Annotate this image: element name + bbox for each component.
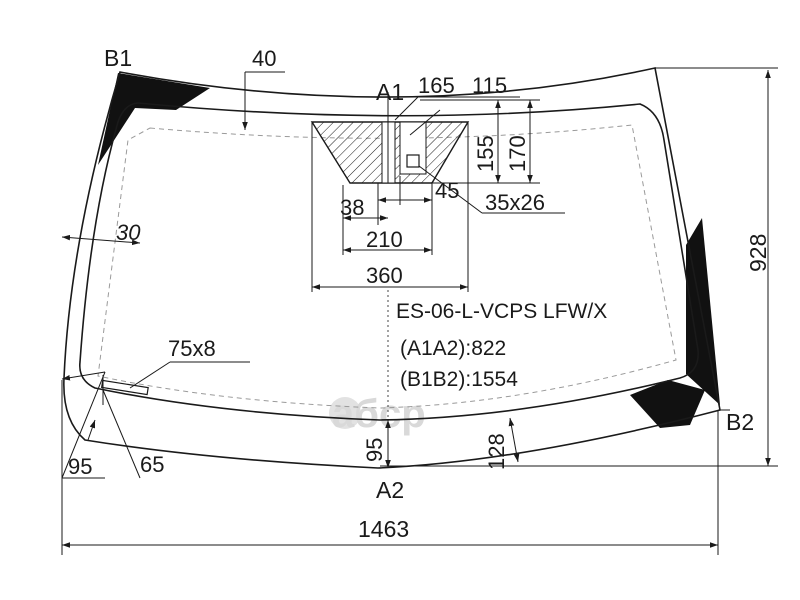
dim-side-band: 30 [116,220,141,245]
dim-165: 165 [418,73,455,98]
a1a2-distance: (A1A2):822 [400,337,506,360]
part-code: ES-06-L-VCPS LFW/X [396,300,607,323]
dim-total-width: 1463 [358,516,409,542]
dashed-offset-line [97,124,677,409]
dim-115: 115 [472,73,507,98]
label-a2: A2 [376,477,404,503]
label-b2: B2 [726,409,754,435]
rain-sensor-pad [406,154,420,168]
dim-95-left: 95 [68,454,92,479]
dim-vin-window: 75x8 [168,336,216,361]
dim-total-height: 928 [745,234,771,272]
tint-right-edge [686,218,720,405]
dim-170: 170 [505,135,530,172]
b1b2-distance: (B1B2):1554 [400,368,518,391]
dim-35x26: 35x26 [485,190,545,215]
dim-38: 38 [340,195,364,220]
dim-65: 65 [140,452,164,477]
vin-window [100,379,149,396]
tint-top-left [98,73,210,165]
watermark-text: aбcp [332,392,426,436]
dimension-lines [61,67,778,555]
label-a1: A1 [376,79,404,105]
glass-outline [63,67,721,469]
dim-95-center: 95 [362,438,387,462]
watermark: aбcp [329,392,426,436]
dim-top-band: 40 [252,46,276,71]
dim-155: 155 [473,135,498,172]
dim-210: 210 [366,227,403,252]
tint-bottom-right [630,380,705,428]
frit-line [78,102,699,421]
label-b1: B1 [104,45,132,71]
sensor-slot-right [399,121,427,175]
dim-360: 360 [366,263,403,288]
dim-128: 128 [484,433,509,470]
dim-45: 45 [435,178,459,203]
